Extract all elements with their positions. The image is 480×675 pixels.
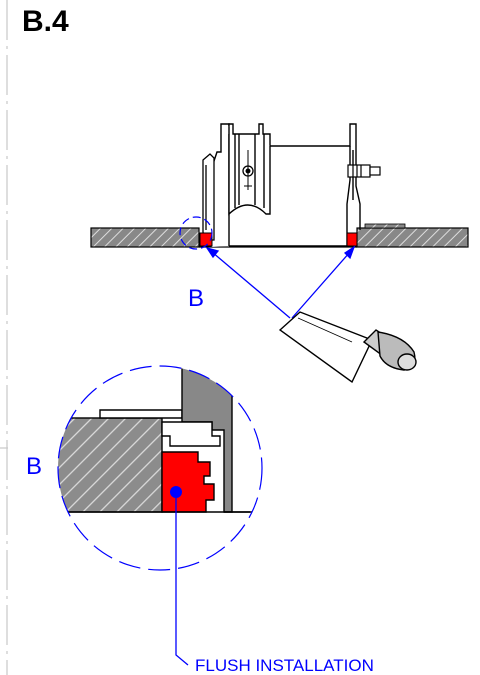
detail-ceiling-panel bbox=[58, 417, 163, 513]
terminal-screw-icon bbox=[347, 164, 381, 178]
ceiling-panel-right bbox=[356, 227, 469, 248]
putty-knife-icon bbox=[278, 311, 417, 384]
spring-clip-left bbox=[202, 153, 215, 241]
mounting-screw-icon bbox=[242, 150, 254, 190]
step-title: B.4 bbox=[22, 5, 69, 38]
detail-zoom-circle bbox=[57, 365, 263, 571]
detail-marker-circle bbox=[179, 216, 213, 250]
detail-label-zoom: B bbox=[26, 453, 42, 480]
installation-note: FLUSH INSTALLATION bbox=[195, 656, 374, 675]
detail-label-main: B bbox=[188, 285, 204, 312]
detail-sealant bbox=[161, 451, 215, 513]
sealant-right bbox=[346, 232, 358, 247]
detail-zoom-view bbox=[57, 365, 263, 571]
fixture-assembly bbox=[90, 123, 469, 250]
fixture-housing bbox=[210, 123, 361, 247]
ceiling-panel-left bbox=[90, 227, 200, 248]
leader-arrows bbox=[205, 245, 356, 319]
note-leader-line bbox=[175, 492, 189, 666]
